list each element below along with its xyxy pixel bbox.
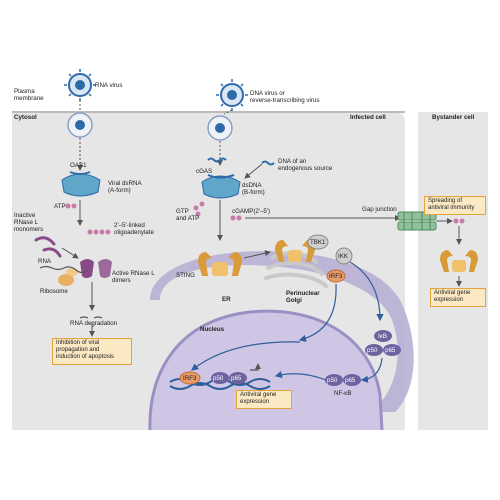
oas1-enzyme-icon <box>61 171 101 197</box>
label-perinuclear-golgi: Perinuclear Golgi <box>286 290 320 305</box>
label-tbk1: TBK1 <box>310 239 326 246</box>
gtp-atp-dots <box>193 201 205 217</box>
irf3-blob <box>326 269 346 283</box>
label-atp: ATP <box>54 203 66 210</box>
label-oas1: OAS1 <box>70 162 87 169</box>
gap-junction-icon <box>397 211 437 231</box>
sting-bystander-icon <box>440 250 478 272</box>
endosome-dna-icon <box>207 115 233 141</box>
label-bystander-cell: Bystander cell <box>432 114 475 121</box>
label-irf3-nuc: IRF3 <box>183 375 197 382</box>
rna-strand <box>39 265 89 274</box>
label-er: ER <box>222 296 231 303</box>
ikb-nfkb-complex <box>365 330 401 356</box>
label-active-rnase: Active RNase L dimers <box>112 270 155 285</box>
cgas-dna-squiggle <box>207 157 227 163</box>
oligoadenylate-chain <box>87 229 111 235</box>
rna-virus-icon <box>64 69 96 101</box>
atp-dots <box>65 203 77 209</box>
label-nucleus: Nucleus <box>200 326 225 333</box>
ribosome-icon <box>58 268 78 286</box>
endogenous-dna-squiggle <box>261 160 275 166</box>
label-ikb: IκB <box>378 333 387 340</box>
label-rna-degradation: RNA degradation <box>70 320 118 327</box>
label-sting: STING <box>176 272 195 279</box>
nuclear-envelope <box>148 309 384 431</box>
label-rna: RNA <box>38 258 52 265</box>
degraded-rna <box>79 316 103 319</box>
label-p50-c: p50 <box>213 375 224 382</box>
label-p65-b: p65 <box>345 377 356 384</box>
label-nfkb: NF-κB <box>334 390 352 397</box>
label-gtp-atp: GTP and ATP <box>176 208 200 223</box>
sting-icon <box>198 252 242 276</box>
box-antiviral-bystander: Antiviral gene expression <box>430 288 486 307</box>
tbk1-blob <box>307 234 329 250</box>
label-ribosome: Ribosome <box>40 288 68 295</box>
p65-nuclear-blob <box>229 372 247 384</box>
dna-virus-icon <box>216 79 248 111</box>
label-p65-a: p65 <box>385 347 396 354</box>
ikk-blob <box>335 247 353 265</box>
label-p65-c: p65 <box>231 375 242 382</box>
endosome-rna-icon <box>67 112 93 138</box>
label-p50-a: p50 <box>367 347 378 354</box>
box-spreading: Spreading of antiviral immunity <box>424 196 486 215</box>
sting-golgi-icon <box>275 240 315 262</box>
label-p50-b: p50 <box>327 377 338 384</box>
label-cgas: cGAS <box>196 168 213 175</box>
cgamp-molecule <box>230 215 242 221</box>
label-dsdna: dsDNA (B-form) <box>242 182 265 197</box>
label-viral-dsrna: Viral dsRNA (A-form) <box>108 180 142 195</box>
cgas-enzyme-icon <box>201 174 241 199</box>
label-infected-cell: Infected cell <box>350 114 386 121</box>
rnase-l-monomers <box>34 236 62 258</box>
nucleus-shape <box>149 311 382 430</box>
label-rna-virus: RNA virus <box>95 82 123 89</box>
label-dna-virus: DNA virus or reverse-transcribing virus <box>250 90 320 105</box>
rnase-l-dimer-icon <box>80 259 112 278</box>
box-antiviral-nucleus: Antiviral gene expression <box>236 390 292 409</box>
label-inactive-rnase: Inactive RNase L monomers <box>14 212 44 234</box>
label-gap-junction: Gap junction <box>362 206 397 213</box>
label-cgamp: cGAMP(2′–5′) <box>232 208 271 215</box>
p50-nuclear-blob <box>211 372 229 384</box>
er-membrane <box>150 251 414 412</box>
label-plasma-membrane: Plasma membrane <box>14 88 44 103</box>
label-endogenous-dna: DNA of an endogenous source <box>278 158 333 173</box>
cgamp-bystander <box>453 218 465 224</box>
label-cytosol: Cytosol <box>14 114 37 121</box>
label-irf3-cyto: IRF3 <box>329 273 343 280</box>
label-ikk: IKK <box>338 253 348 260</box>
label-oligoadenylate: 2′–5′-linked oligoadenylate <box>114 222 154 237</box>
irf3-nuclear-blob <box>179 371 201 385</box>
box-inhibition: Inhibition of viral propagation and indu… <box>52 338 132 365</box>
nfkb-dimer-icon <box>325 374 361 386</box>
